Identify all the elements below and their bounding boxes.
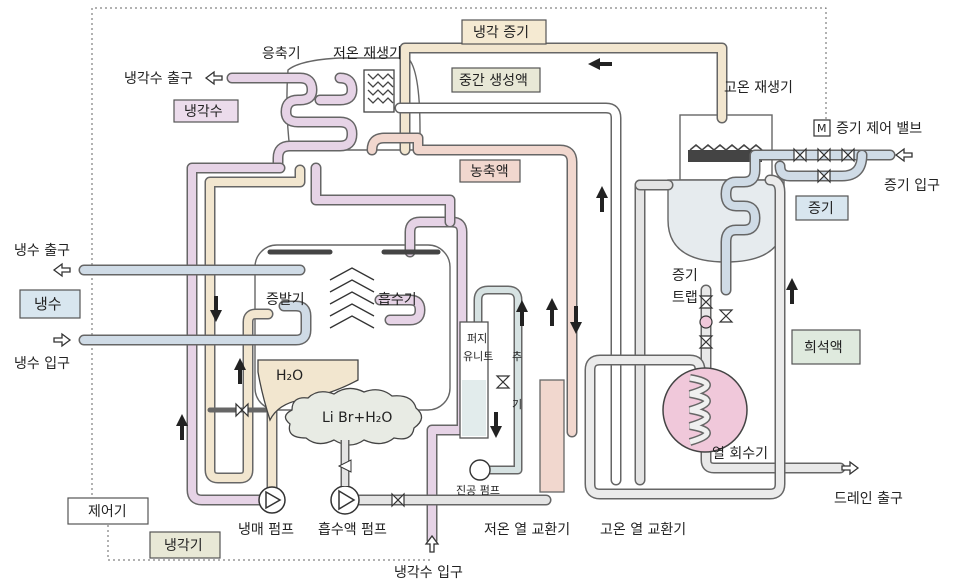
refrigerant-pump — [259, 487, 285, 513]
concentrated-solution-label: 농축액 — [470, 164, 509, 180]
absorber-label: 흡수기 — [378, 292, 417, 308]
evaporator-label: 증발기 — [266, 292, 305, 308]
intermediate-solution-label: 중간 생성액 — [459, 73, 528, 89]
condenser-label: 응축기 — [262, 46, 301, 62]
controller-label: 제어기 — [88, 504, 127, 520]
dilute-solution-label: 희석액 — [804, 340, 843, 356]
extract-label-1: 추 — [512, 350, 522, 363]
steam-inlet-label: 증기 입구 — [884, 178, 940, 194]
chilled-water-outlet-arrow — [54, 264, 70, 276]
high-temp-regenerator-label: 고온 재생기 — [724, 80, 793, 96]
libr-label: Li Br+H₂O — [322, 410, 392, 426]
drain-outlet-arrow — [842, 462, 858, 474]
steam-trap-label-2: 트랩 — [672, 290, 698, 306]
chilled-water-label: 냉수 — [34, 295, 62, 313]
drain-outlet-label: 드레인 출구 — [834, 491, 903, 507]
absorbent-pump-label: 흡수액 펌프 — [318, 522, 387, 538]
steam-control-valve-m-label: M — [817, 122, 827, 135]
chilled-water-outlet-label: 냉수 출구 — [14, 243, 70, 259]
heat-recovery-unit — [663, 368, 747, 452]
cooling-water-outlet-label: 냉각수 출구 — [124, 71, 193, 87]
low-temp-heat-exchanger — [540, 380, 564, 492]
steam-inlet-arrow — [896, 149, 912, 161]
steam-trap-label-1: 증기 — [672, 268, 698, 284]
low-temp-regenerator-label: 저온 재생기 — [333, 46, 402, 62]
extract-label-2: 기 — [512, 398, 522, 411]
cooling-water-outlet-arrow — [206, 72, 222, 84]
low-temp-regenerator — [364, 70, 394, 112]
refrigerant-pump-label: 냉매 펌프 — [238, 522, 294, 538]
high-temp-hx-label: 고온 열 교환기 — [600, 522, 686, 538]
low-temp-hx-label: 저온 열 교환기 — [484, 522, 570, 538]
refrigerant-vapor-pipe — [405, 48, 722, 150]
cooling-water-inlet-label: 냉각수 입구 — [394, 565, 463, 581]
heat-recovery-label: 열 회수기 — [712, 446, 768, 462]
cooling-water-mid-pipe — [316, 168, 450, 222]
h2o-label: H₂O — [276, 368, 303, 384]
chilled-water-inlet-label: 냉수 입구 — [14, 356, 70, 372]
vacuum-pump — [470, 460, 490, 480]
absorbent-pump — [331, 440, 359, 514]
purge-label-1: 퍼지 — [467, 332, 487, 345]
steam-label: 증기 — [808, 201, 834, 217]
high-temp-hx-column — [640, 185, 668, 480]
vacuum-pump-label: 진공 펌프 — [456, 484, 500, 497]
steam-trap-float — [700, 316, 712, 328]
refrigerant-vapor-label: 냉각 증기 — [473, 25, 529, 41]
cooling-water-label: 냉각수 — [184, 104, 223, 120]
steam-pipe — [726, 155, 890, 290]
chilled-water-inlet-arrow — [54, 334, 70, 346]
steam-control-valve-label: 증기 제어 밸브 — [836, 121, 922, 137]
cooler-label: 냉각기 — [164, 538, 203, 554]
purge-label-2: 유니트 — [463, 350, 493, 363]
